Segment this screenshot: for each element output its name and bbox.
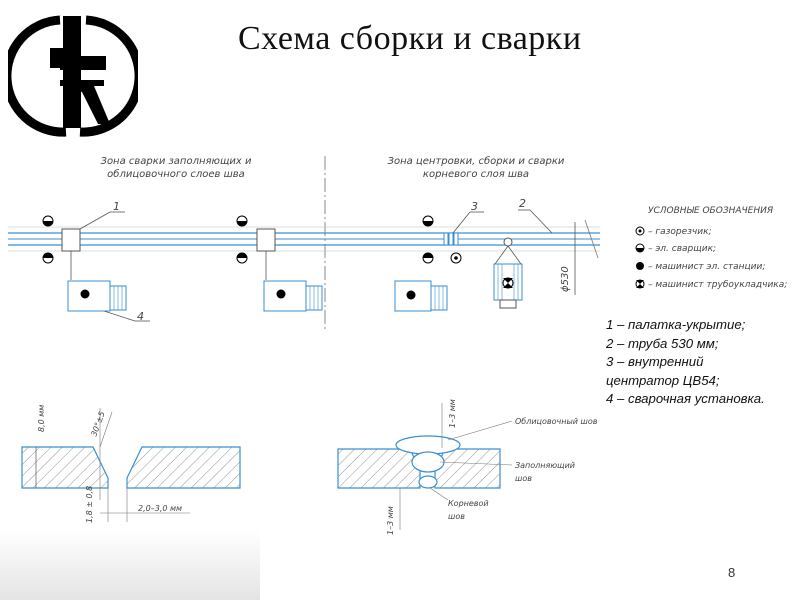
weld-section: 1–3 мм 1–3 мм Облицовочный шов Заполняющ… <box>337 399 598 535</box>
callout-3: 3 <box>471 200 478 213</box>
conventions-heading: УСЛОВНЫЕ ОБОЗНАЧЕНИЯ <box>648 206 773 216</box>
groove-root-face: 1,8 ± 0,8 <box>85 486 94 523</box>
root-weld-label-2: шов <box>448 512 465 521</box>
gas-cutter-mark <box>450 252 462 264</box>
welding-unit-2 <box>263 280 323 312</box>
legend-item-1: 1 – палатка-укрытие; <box>606 317 746 332</box>
centrator <box>443 232 459 246</box>
groove-angle: 30°±5 <box>89 410 106 437</box>
conventions-item-3: – машинист эл. станции; <box>648 262 765 272</box>
groove-gap: 2,0–3,0 мм <box>138 504 182 513</box>
cap-weld-label: Облицовочный шов <box>515 417 598 426</box>
callout-1: 1 <box>113 200 120 213</box>
welding-unit-3 <box>394 280 448 312</box>
groove-section: 8,0 мм 30°±5 1,8 ± 0,8 2,0–3,0 мм <box>21 405 241 523</box>
legend-item-3: 3 – внутренний <box>606 354 704 369</box>
page-number: 8 <box>728 565 736 580</box>
root-zone-caption-1: Зона центровки, сборки и сварки <box>388 155 565 167</box>
fill-weld-label-2: шов <box>515 474 532 483</box>
weld-root-height: 1–3 мм <box>386 506 395 535</box>
numbered-legend: 1 – палатка-укрытие; 2 – труба 530 мм; 3… <box>606 316 765 409</box>
legend-item-4: 4 – сварочная установка. <box>606 391 765 406</box>
weld-cap-height: 1–3 мм <box>448 399 457 428</box>
conventions-item-4: – машинист трубоукладчика; <box>648 280 787 290</box>
root-zone-caption-2: корневого слоя шва <box>423 169 529 180</box>
fill-zone-caption-1: Зона сварки заполняющих и <box>101 156 252 167</box>
conventions-legend: УСЛОВНЫЕ ОБОЗНАЧЕНИЯ – газорезчик; – эл.… <box>635 206 787 290</box>
root-weld-label-1: Корневой <box>448 499 489 508</box>
pipeline <box>8 219 600 259</box>
legend-item-2: 2 – труба 530 мм; <box>606 335 719 351</box>
fill-zone-caption-2: облицовочного слоев шва <box>107 168 245 180</box>
welder-marks <box>42 215 434 264</box>
bottom-fade <box>0 530 260 600</box>
company-logo <box>8 15 138 137</box>
conventions-item-2: – эл. сварщик; <box>648 244 716 254</box>
fill-weld-label-1: Заполняющий <box>515 461 575 470</box>
callout-4: 4 <box>137 310 144 323</box>
tent-1 <box>61 228 81 252</box>
welding-unit-1 <box>67 280 127 312</box>
conventions-item-1: – газорезчик; <box>648 227 712 237</box>
callout-2: 2 <box>519 197 526 210</box>
groove-thickness: 8,0 мм <box>37 405 46 432</box>
diameter-label: ϕ530 <box>560 266 571 292</box>
page-title: Схема сборки и сварки <box>238 20 582 57</box>
tent-2 <box>256 228 276 252</box>
legend-item-3b: центратор ЦВ54; <box>606 372 720 388</box>
pipelayer <box>493 237 523 309</box>
